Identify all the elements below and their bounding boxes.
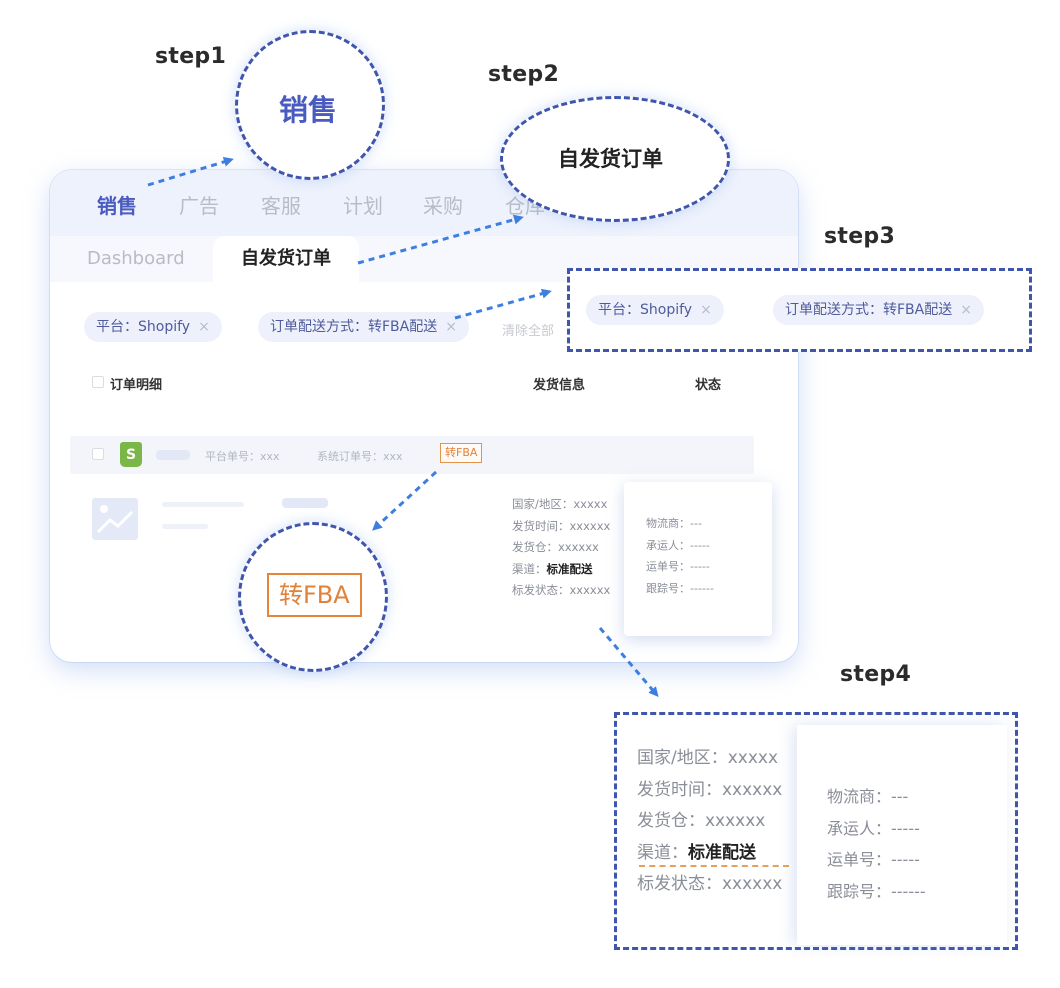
waybill-field: 运单号：----- — [646, 560, 710, 573]
step3-callout: 平台：Shopify × 订单配送方式：转FBA配送 × — [567, 268, 1032, 352]
step1-label: step1 — [155, 44, 227, 69]
table-row: S 平台单号：xxx 系统订单号：xxx 转FBA — [70, 436, 754, 474]
channel-value: 标准配送 — [688, 842, 756, 863]
step2-callout-text: 自发货订单 — [558, 147, 663, 171]
ship-time-field: 发货时间：xxxxxx — [512, 518, 611, 533]
filter-chip-label: 平台：Shopify — [96, 319, 191, 335]
close-icon[interactable]: × — [445, 319, 457, 335]
sub-navigation: Dashboard 自发货订单 — [50, 236, 798, 282]
topnav-item-plan[interactable]: 计划 — [343, 194, 383, 218]
column-shipping-info: 发货信息 — [533, 378, 586, 393]
filter-chip-platform-enlarged[interactable]: 平台：Shopify × — [586, 295, 724, 325]
placeholder-bar — [282, 498, 328, 508]
fba-callout: 转FBA — [238, 522, 388, 672]
step1-callout: 销售 — [235, 30, 385, 180]
channel-value: 标准配送 — [546, 561, 593, 576]
step2-callout: 自发货订单 — [500, 96, 730, 222]
waybill-field: 运单号：----- — [827, 850, 920, 869]
column-order-detail: 订单明细 — [110, 378, 163, 393]
mark-status-field: 标发状态：xxxxxx — [512, 583, 611, 597]
warehouse-field: 发货仓：xxxxxx — [512, 540, 599, 554]
topnav-item-service[interactable]: 客服 — [261, 194, 301, 218]
tracking-field: 跟踪号：------ — [827, 881, 926, 901]
shipper-field: 承运人：----- — [646, 538, 710, 552]
logistics-popover: 物流商：--- 承运人：----- 运单号：----- 跟踪号：------ — [624, 482, 772, 636]
app-window: 销售 广告 客服 计划 采购 仓库 Dashboard 自发货订单 平台：Sho… — [50, 170, 798, 662]
tab-self-shipping-orders[interactable]: 自发货订单 — [213, 236, 359, 282]
clear-all-button[interactable]: 清除全部 — [502, 324, 555, 339]
close-icon[interactable]: × — [198, 319, 210, 335]
tab-dashboard[interactable]: Dashboard — [87, 248, 185, 269]
tracking-field: 跟踪号：------ — [646, 581, 714, 595]
mark-status-field: 标发状态：xxxxxx — [637, 874, 783, 894]
placeholder-bar — [162, 524, 208, 529]
ship-time-field: 发货时间：xxxxxx — [637, 779, 783, 800]
step4-callout: 国家/地区：xxxxx 发货时间：xxxxxx 发货仓：xxxxxx 渠道：标准… — [614, 712, 1018, 950]
image-icon — [96, 505, 134, 534]
topnav-item-sales[interactable]: 销售 — [97, 194, 137, 218]
carrier-field: 物流商：--- — [827, 787, 909, 806]
logistics-popover-enlarged: 物流商：--- 承运人：----- 运单号：----- 跟踪号：------ — [797, 725, 1007, 945]
product-image-placeholder — [92, 498, 138, 540]
step2-label: step2 — [488, 62, 560, 87]
country-field: 国家/地区：xxxxx — [512, 497, 608, 511]
row-checkbox[interactable] — [92, 448, 104, 460]
fba-tag-enlarged: 转FBA — [267, 573, 362, 617]
channel-field[interactable]: 渠道：标准配送 — [512, 559, 610, 581]
channel-highlight-underline — [639, 865, 789, 867]
shipping-info-list-enlarged: 国家/地区：xxxxx 发货时间：xxxxxx 发货仓：xxxxxx 渠道：标准… — [637, 743, 782, 901]
fba-tag: 转FBA — [440, 443, 483, 463]
topnav-item-ads[interactable]: 广告 — [179, 194, 219, 218]
carrier-field: 物流商：--- — [646, 517, 702, 530]
topnav-item-purchase[interactable]: 采购 — [423, 194, 463, 218]
step1-callout-text: 销售 — [279, 93, 338, 127]
filter-chip-label: 订单配送方式：转FBA配送 — [785, 302, 953, 318]
shipper-field: 承运人：----- — [827, 818, 920, 838]
channel-label: 渠道： — [512, 561, 547, 576]
channel-field[interactable]: 渠道：标准配送 — [637, 838, 782, 870]
filter-chip-platform[interactable]: 平台：Shopify × — [84, 312, 222, 342]
filter-chip-delivery-method-enlarged[interactable]: 订单配送方式：转FBA配送 × — [773, 295, 984, 325]
step3-label: step3 — [824, 224, 896, 249]
filter-chip-label: 订单配送方式：转FBA配送 — [270, 319, 438, 335]
system-order-number: 系统订单号：xxx — [317, 450, 403, 463]
close-icon[interactable]: × — [960, 302, 972, 318]
placeholder-bar — [156, 450, 190, 460]
close-icon[interactable]: × — [700, 302, 712, 318]
platform-order-number: 平台单号：xxx — [205, 450, 280, 463]
column-status: 状态 — [695, 378, 722, 393]
placeholder-bar — [162, 502, 244, 507]
shipping-info-list: 国家/地区：xxxxx 发货时间：xxxxxx 发货仓：xxxxxx 渠道：标准… — [512, 494, 610, 602]
step4-label: step4 — [840, 662, 912, 687]
country-field: 国家/地区：xxxxx — [637, 748, 779, 768]
select-all-checkbox[interactable] — [92, 376, 104, 388]
filter-chip-label: 平台：Shopify — [598, 302, 693, 318]
warehouse-field: 发货仓：xxxxxx — [637, 811, 766, 831]
filter-chip-delivery-method[interactable]: 订单配送方式：转FBA配送 × — [258, 312, 469, 342]
shopify-icon: S — [120, 442, 142, 467]
channel-label: 渠道： — [637, 842, 688, 863]
